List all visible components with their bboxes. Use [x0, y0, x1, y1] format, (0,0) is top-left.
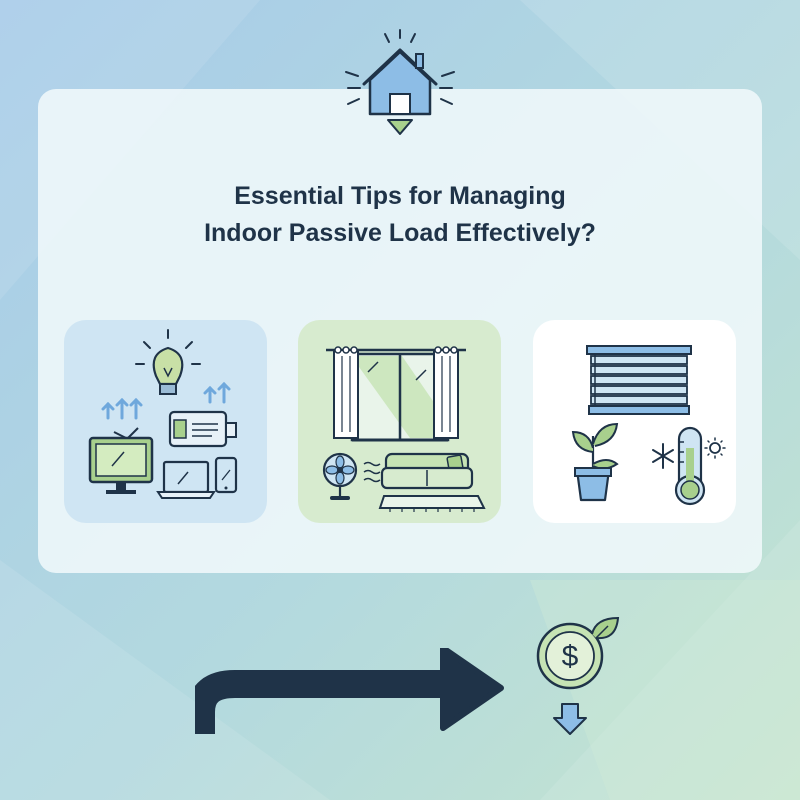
electronics-appliances-icon	[88, 329, 238, 499]
title-line-1: Essential Tips for Managing	[234, 182, 566, 210]
page-title: Essential Tips for Managing Indoor Passi…	[38, 178, 762, 252]
right-arrow-icon	[195, 648, 504, 734]
title-line-2: Indoor Passive Load Effectively?	[204, 219, 596, 247]
tile-electronics	[64, 320, 267, 523]
blinds-plant-thermometer-icon	[571, 345, 726, 506]
window-curtains-living-room-icon	[322, 346, 486, 512]
dollar-sign-icon: $	[562, 640, 579, 673]
tile-window-room	[298, 320, 501, 523]
money-savings-icon: $	[536, 616, 620, 735]
tile-blinds-plant	[533, 320, 736, 523]
house-download-icon	[345, 29, 455, 135]
